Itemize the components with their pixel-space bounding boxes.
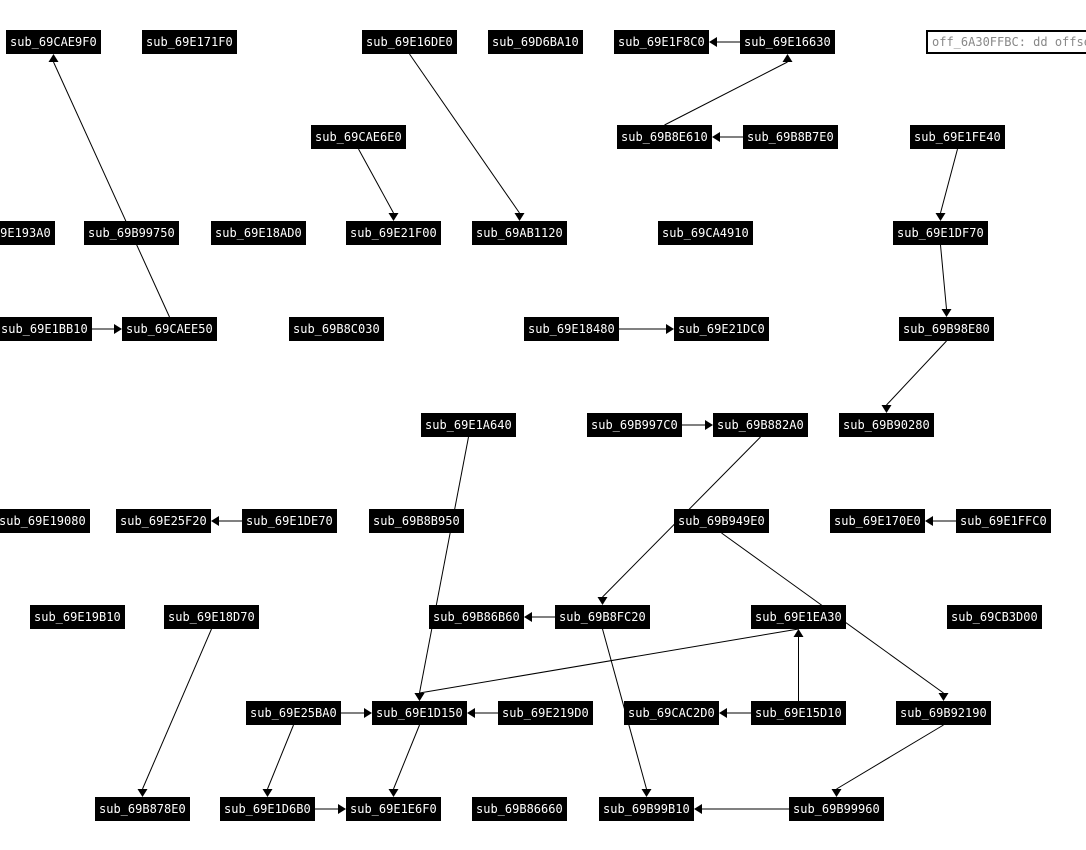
graph-node[interactable]: sub_69B99B10 xyxy=(599,797,694,821)
graph-node[interactable]: sub_69B92190 xyxy=(896,701,991,725)
data-node[interactable]: off_6A30FFBC: dd offset xyxy=(926,30,1086,54)
edge-arrowhead xyxy=(831,789,842,797)
graph-node[interactable]: sub_69B86660 xyxy=(472,797,567,821)
graph-node[interactable]: sub_69E1F8C0 xyxy=(614,30,709,54)
graph-node[interactable]: sub_69B878E0 xyxy=(95,797,190,821)
edge-arrowhead xyxy=(414,693,425,701)
edge-arrowhead xyxy=(938,693,949,701)
graph-node[interactable]: sub_69B949E0 xyxy=(674,509,769,533)
edge-arrowhead xyxy=(211,516,219,526)
graph-edge xyxy=(53,61,170,318)
graph-node[interactable]: sub_69CAC2D0 xyxy=(624,701,719,725)
edge-arrowhead xyxy=(338,804,346,814)
graph-node[interactable]: sub_69B98E80 xyxy=(899,317,994,341)
graph-node[interactable]: sub_69B8E610 xyxy=(617,125,712,149)
graph-node[interactable]: sub_69B99750 xyxy=(84,221,179,245)
graph-node[interactable]: sub_69B86B60 xyxy=(429,605,524,629)
edge-arrowhead xyxy=(793,629,804,637)
edge-arrowhead xyxy=(597,597,608,605)
graph-edge xyxy=(267,724,294,790)
graph-node[interactable]: sub_69E1DF70 xyxy=(893,221,988,245)
graph-node[interactable]: sub_69E1FE40 xyxy=(910,125,1005,149)
graph-node[interactable]: sub_69E18AD0 xyxy=(211,221,306,245)
graph-node[interactable]: sub_69B99960 xyxy=(789,797,884,821)
graph-node[interactable]: sub_69E19B10 xyxy=(30,605,125,629)
graph-node[interactable]: sub_69E219D0 xyxy=(498,701,593,725)
graph-node[interactable]: sub_69B8C030 xyxy=(289,317,384,341)
graph-edge xyxy=(940,148,958,214)
graph-edge xyxy=(836,724,944,790)
graph-node[interactable]: sub_69E1E6F0 xyxy=(346,797,441,821)
graph-node[interactable]: sub_69B8B7E0 xyxy=(743,125,838,149)
graph-edge xyxy=(940,244,947,310)
graph-node[interactable]: sub_69E171F0 xyxy=(142,30,237,54)
graph-node[interactable]: sub_69E193A0 xyxy=(0,221,55,245)
graph-node[interactable]: sub_69AB1120 xyxy=(472,221,567,245)
graph-edge xyxy=(419,628,799,694)
edge-arrowhead xyxy=(719,708,727,718)
graph-node[interactable]: sub_69B90280 xyxy=(839,413,934,437)
graph-node[interactable]: sub_69E18D70 xyxy=(164,605,259,629)
graph-node[interactable]: sub_69D6BA10 xyxy=(488,30,583,54)
graph-node[interactable]: sub_69E19080 xyxy=(0,509,90,533)
graph-node[interactable]: sub_69B8B950 xyxy=(369,509,464,533)
graph-node[interactable]: sub_69E21DC0 xyxy=(674,317,769,341)
edge-arrowhead xyxy=(364,708,372,718)
edge-arrowhead xyxy=(467,708,475,718)
graph-edge xyxy=(393,724,420,790)
edge-arrowhead xyxy=(388,213,399,221)
graph-node[interactable]: sub_69E1EA30 xyxy=(751,605,846,629)
graph-node[interactable]: sub_69E1D6B0 xyxy=(220,797,315,821)
edge-arrowhead xyxy=(709,37,717,47)
graph-node[interactable]: sub_69E170E0 xyxy=(830,509,925,533)
graph-node[interactable]: sub_69CAE6E0 xyxy=(311,125,406,149)
graph-edge xyxy=(664,61,788,126)
graph-node[interactable]: sub_69E21F00 xyxy=(346,221,441,245)
graph-node[interactable]: sub_69E1A640 xyxy=(421,413,516,437)
edge-arrowhead xyxy=(514,213,525,221)
graph-node[interactable]: sub_69E25BA0 xyxy=(246,701,341,725)
graph-node[interactable]: sub_69E16DE0 xyxy=(362,30,457,54)
graph-node[interactable]: sub_69CAE9F0 xyxy=(6,30,101,54)
edge-arrowhead xyxy=(48,54,59,62)
graph-edge xyxy=(142,628,212,790)
graph-node[interactable]: sub_69E1BB10 xyxy=(0,317,92,341)
edge-arrowhead xyxy=(262,789,273,797)
graph-node[interactable]: sub_69E1DE70 xyxy=(242,509,337,533)
graph-node[interactable]: sub_69B8FC20 xyxy=(555,605,650,629)
edge-arrowhead xyxy=(935,213,946,221)
edge-arrowhead xyxy=(925,516,933,526)
graph-edge xyxy=(409,53,520,214)
edge-arrowhead xyxy=(388,789,399,797)
graph-node[interactable]: sub_69E15D10 xyxy=(751,701,846,725)
edge-arrowhead xyxy=(705,420,713,430)
graph-node[interactable]: sub_69CB3D00 xyxy=(947,605,1042,629)
edge-arrowhead xyxy=(114,324,122,334)
graph-node[interactable]: sub_69E16630 xyxy=(740,30,835,54)
graph-node[interactable]: sub_69CA4910 xyxy=(658,221,753,245)
graph-edge xyxy=(358,148,394,214)
edge-arrowhead xyxy=(524,612,532,622)
edge-arrowhead xyxy=(712,132,720,142)
graph-node[interactable]: sub_69E18480 xyxy=(524,317,619,341)
edge-arrowhead xyxy=(694,804,702,814)
graph-edge xyxy=(419,436,469,694)
graph-node[interactable]: sub_69B997C0 xyxy=(587,413,682,437)
graph-node[interactable]: sub_69B882A0 xyxy=(713,413,808,437)
edge-arrowhead xyxy=(941,309,952,317)
edge-arrowhead xyxy=(641,789,652,797)
edge-arrowhead xyxy=(782,54,793,62)
graph-node[interactable]: sub_69E1D150 xyxy=(372,701,467,725)
edge-arrowhead xyxy=(137,789,148,797)
graph-node[interactable]: sub_69E1FFC0 xyxy=(956,509,1051,533)
edge-arrowhead xyxy=(881,405,892,413)
graph-edge xyxy=(886,340,947,406)
graph-node[interactable]: sub_69CAEE50 xyxy=(122,317,217,341)
edge-arrowhead xyxy=(666,324,674,334)
graph-node[interactable]: sub_69E25F20 xyxy=(116,509,211,533)
